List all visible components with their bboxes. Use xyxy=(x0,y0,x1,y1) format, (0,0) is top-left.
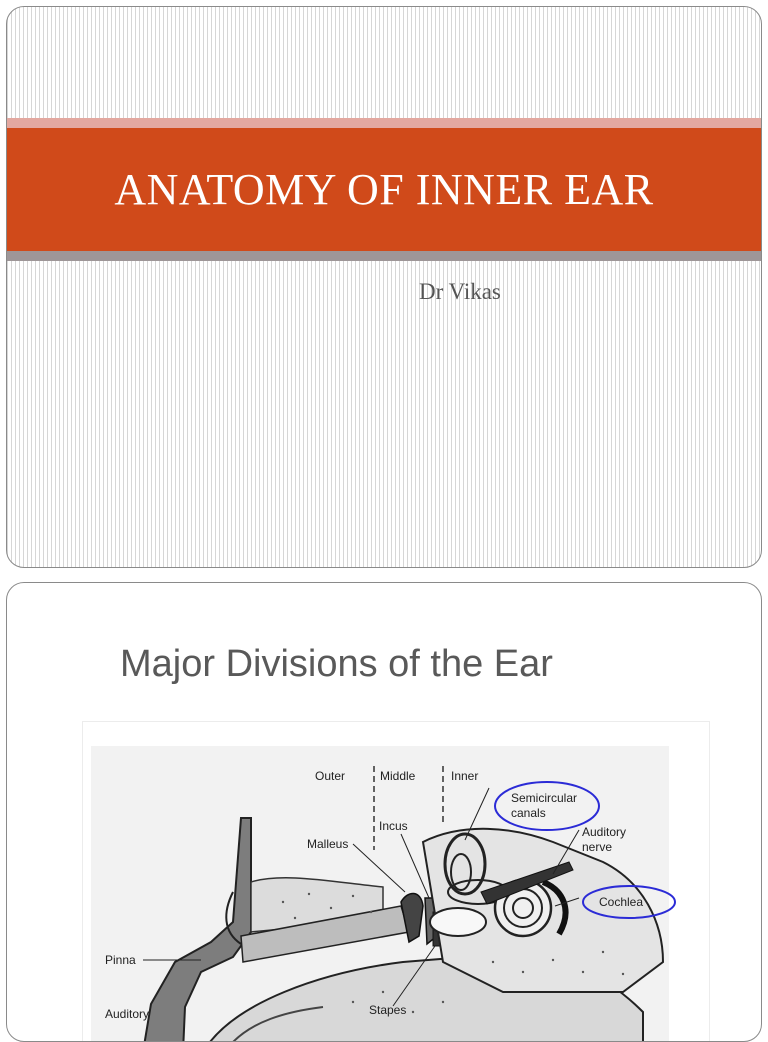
pinna-inner-curve xyxy=(225,891,242,945)
leader-lines xyxy=(143,787,580,1007)
malleus-shape xyxy=(400,892,424,944)
label-auditory-nerve-1: Auditory xyxy=(582,825,626,839)
label-auditory: Auditory xyxy=(105,1007,149,1021)
cochlea-dark-band xyxy=(541,879,569,936)
slide-author: Dr Vikas xyxy=(419,279,501,304)
label-outer: Outer xyxy=(315,769,345,783)
label-cochlea: Cochlea xyxy=(599,895,643,909)
label-pinna: Pinna xyxy=(105,953,136,967)
slide-title: ANATOMY OF INNER EAR xyxy=(114,165,654,214)
label-semicircular: Semicircular xyxy=(511,791,577,805)
label-canals: canals xyxy=(511,806,546,820)
label-incus: Incus xyxy=(379,819,408,833)
title-band xyxy=(7,128,761,251)
cochlea-highlight-circle xyxy=(582,885,676,919)
semicircular-canal-1 xyxy=(443,832,487,896)
auditory-nerve-shape xyxy=(480,861,574,905)
label-inner: Inner xyxy=(451,769,478,783)
title-slide: ANATOMY OF INNER EAR Dr Vikas xyxy=(6,6,762,568)
semicircular-canal-2 xyxy=(450,853,472,891)
bone-texture xyxy=(281,892,625,1014)
content-slide: Major Divisions of the Ear xyxy=(6,582,762,1042)
label-auditory-nerve-2: nerve xyxy=(582,840,612,854)
vestibule xyxy=(429,907,487,937)
cochlea-inner xyxy=(512,897,534,919)
ear-diagram: Outer Middle Inner Semicircular canals I… xyxy=(83,722,709,1041)
title-band-bottom-stripe xyxy=(7,251,761,261)
label-malleus: Malleus xyxy=(307,837,348,851)
label-middle: Middle xyxy=(380,769,416,783)
semicircular-highlight-circle xyxy=(494,781,600,831)
label-stapes: Stapes xyxy=(369,1003,406,1017)
ear-diagram-graphic: Outer Middle Inner Semicircular canals I… xyxy=(91,746,676,1041)
title-band-top-stripe xyxy=(7,118,761,128)
slide-heading: Major Divisions of the Ear xyxy=(120,643,553,685)
